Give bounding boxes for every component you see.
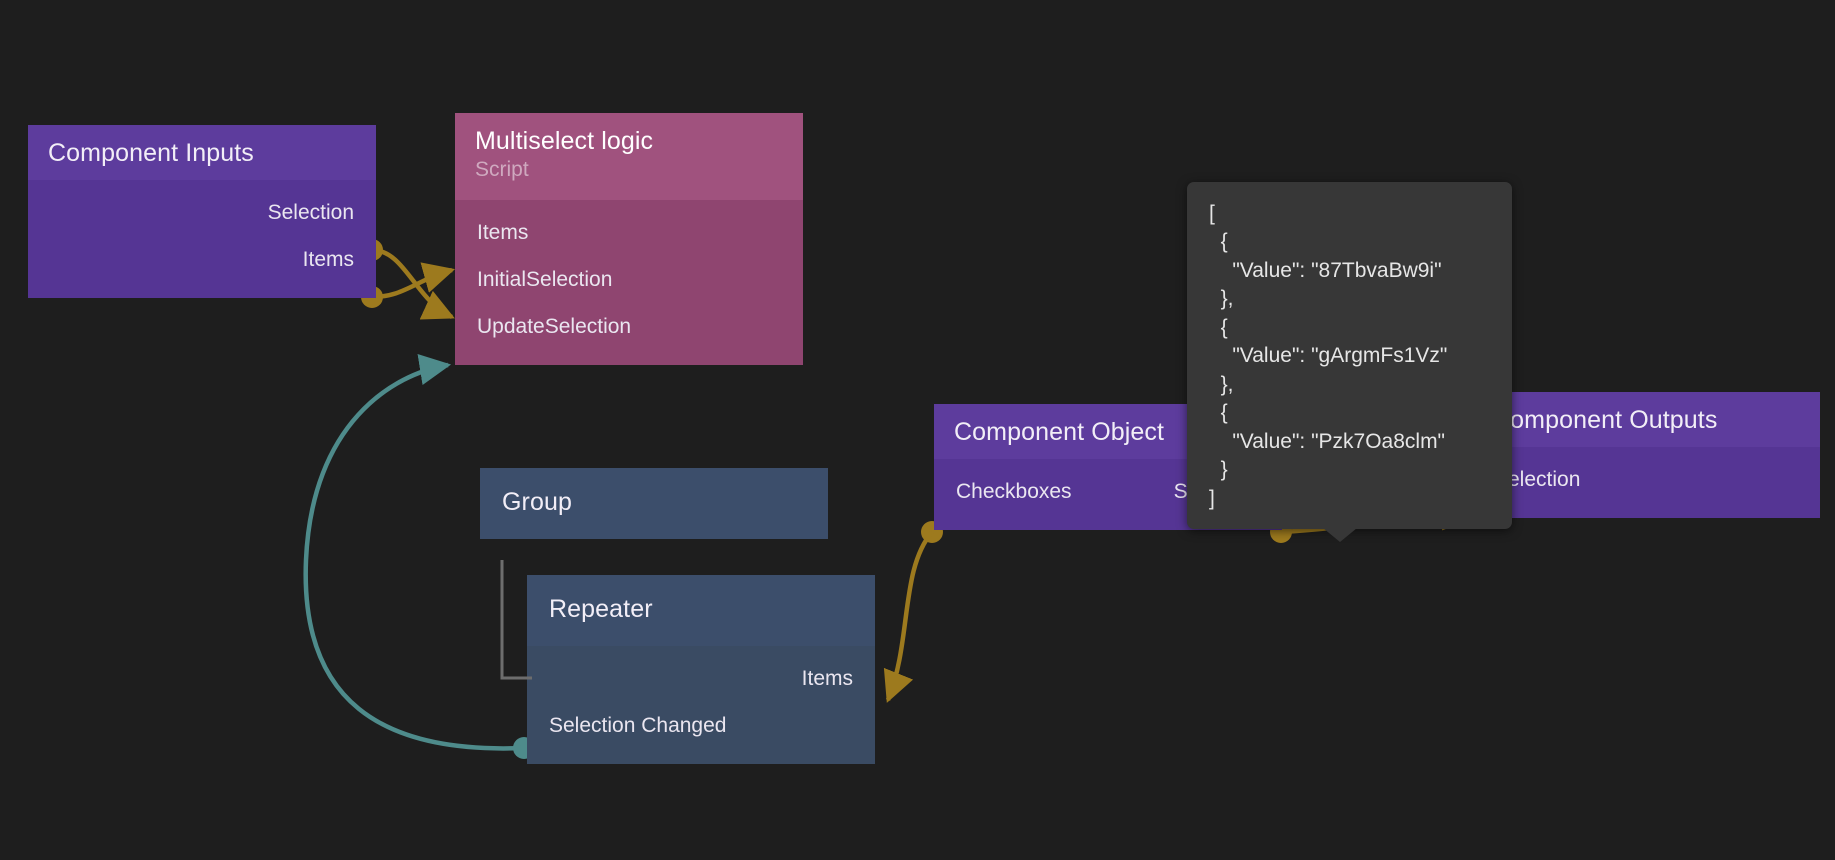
port-row-selection[interactable]: Selection: [28, 190, 376, 237]
node-title: Repeater: [549, 595, 653, 623]
wire-checkboxes-to-repeater-items[interactable]: [883, 521, 943, 703]
port-row-items[interactable]: Items: [28, 237, 376, 284]
port-row-selection-changed[interactable]: Selection Changed: [527, 703, 875, 750]
tooltip-json-text: [ { "Value": "87TbvaBw9i" }, { "Value": …: [1209, 202, 1448, 510]
group-nesting-bracket: [500, 560, 532, 680]
node-group[interactable]: Group: [480, 468, 828, 539]
node-multiselect-logic[interactable]: Multiselect logic Script Items InitialSe…: [455, 113, 803, 365]
node-title: Group: [502, 488, 572, 516]
node-title: Multiselect logic: [475, 127, 654, 155]
value-tooltip: [ { "Value": "87TbvaBw9i" }, { "Value": …: [1187, 182, 1512, 542]
port-label-checkboxes: Checkboxes: [956, 480, 1072, 504]
port-label-initialselection: InitialSelection: [477, 268, 613, 292]
node-header[interactable]: Component Inputs: [28, 125, 376, 180]
node-header[interactable]: Multiselect logic Script: [455, 113, 803, 200]
node-subtitle: Script: [475, 157, 529, 181]
node-body: Items Selection Changed: [527, 645, 875, 764]
port-label-selection: Selection: [267, 201, 354, 225]
node-component-outputs[interactable]: Component Outputs Selection: [1472, 392, 1820, 518]
port-row-initialselection[interactable]: InitialSelection: [455, 257, 803, 304]
port-row-items[interactable]: Items: [455, 210, 803, 257]
node-body: Selection Items: [28, 179, 376, 298]
node-body: Selection: [1472, 446, 1820, 518]
port-label-items: Items: [302, 248, 354, 272]
port-row-updateselection[interactable]: UpdateSelection: [455, 304, 803, 351]
port-row-selection[interactable]: Selection: [1472, 457, 1820, 504]
node-title: Component Outputs: [1492, 406, 1718, 434]
port-row-items[interactable]: Items: [527, 656, 875, 703]
port-label-selection-changed: Selection Changed: [549, 714, 727, 738]
port-label-updateselection: UpdateSelection: [477, 315, 632, 339]
port-label-items: Items: [477, 221, 529, 245]
node-title: Component Object: [954, 418, 1165, 446]
port-label-selection: Selection: [1494, 468, 1581, 492]
tooltip-caret: [1323, 527, 1357, 542]
node-header[interactable]: Repeater: [527, 575, 875, 646]
node-body: Items InitialSelection UpdateSelection: [455, 199, 803, 365]
port-label-items: Items: [801, 667, 853, 691]
node-repeater[interactable]: Repeater Items Selection Changed: [527, 575, 875, 764]
node-header[interactable]: Group: [480, 468, 828, 539]
node-header[interactable]: Component Outputs: [1472, 392, 1820, 447]
node-component-inputs[interactable]: Component Inputs Selection Items: [28, 125, 376, 298]
node-title: Component Inputs: [48, 139, 254, 167]
